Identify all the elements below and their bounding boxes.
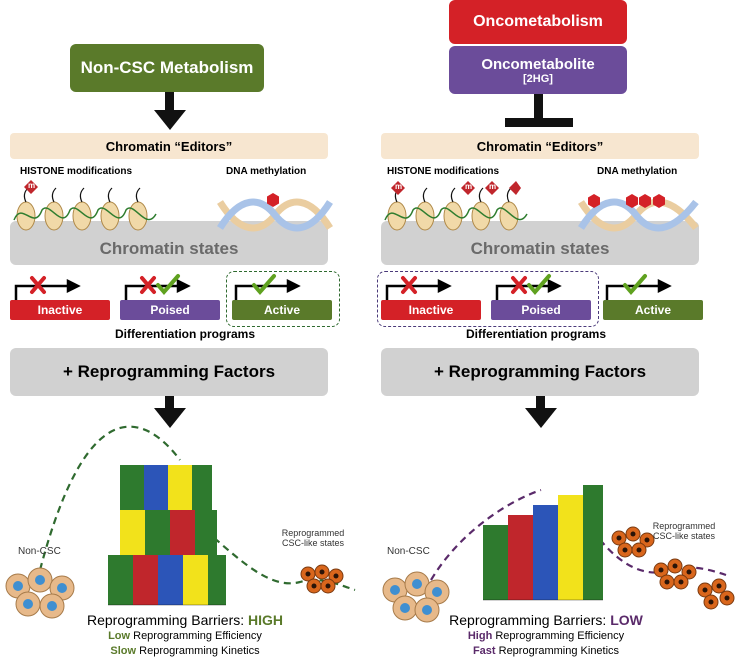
oncometabolism-box: Oncometabolism (449, 0, 627, 44)
histone-mark-icon (24, 180, 38, 194)
inactive-poised-highlight-dashed (377, 271, 599, 327)
histone-modifications-label: HISTONE modifications (20, 166, 133, 177)
barriers-line: Reprogramming Barriers: HIGH (60, 612, 310, 628)
kinetics-word: Fast (472, 645, 496, 657)
dna-methylation-label: DNA methylation (597, 166, 678, 177)
methyl-groups-icon (588, 194, 665, 208)
kinetics-line: Fast Reprogramming Kinetics (421, 645, 671, 657)
kinetics-rest: Reprogramming Kinetics (495, 645, 620, 657)
barriers-prefix: Reprogramming Barriers: (449, 612, 611, 628)
histone-mark-label: m (28, 181, 36, 190)
down-arrow-icon (525, 396, 557, 428)
histone-marks-icon (391, 181, 521, 195)
chromatin-states-label: Chromatin states (99, 239, 239, 258)
kinetics-line: Slow Reprogramming Kinetics (60, 645, 310, 657)
dna-helix-icon (217, 198, 333, 232)
reprogramming-factors-box: + Reprogramming Factors (10, 348, 328, 396)
barriers-line: Reprogramming Barriers: LOW (421, 612, 671, 628)
active-program: Active (603, 300, 703, 320)
efficiency-word: Low (108, 630, 131, 642)
nucleosomes-icon (384, 187, 528, 231)
down-arrow-icon (154, 92, 186, 130)
chromatin-states-label: Chromatin states (470, 239, 610, 258)
inactive-program: Inactive (381, 300, 481, 320)
active-highlight-dashed (226, 271, 340, 327)
histone-mark-label: m (395, 182, 403, 191)
promoter-arrows (14, 274, 301, 300)
non-csc-label: Non-CSC (387, 546, 430, 557)
high-barrier-wall (5, 425, 356, 619)
nucleosomes-icon (13, 187, 157, 231)
non-csc-metabolism-box: Non-CSC Metabolism (70, 44, 264, 92)
methyl-group-icon (267, 193, 279, 207)
chromatin-states-box: Chromatin states (381, 221, 699, 265)
dna-helix-icon (578, 198, 699, 232)
reprogramming-factors-box: + Reprogramming Factors (381, 348, 699, 396)
left-panel: Non-CSC Metabolism Chromatin “Editors” H… (0, 0, 370, 660)
efficiency-rest: Reprogramming Efficiency (130, 630, 262, 642)
kinetics-word: Slow (110, 645, 137, 657)
inactive-program: Inactive (10, 300, 110, 320)
dna-methylation-label: DNA methylation (226, 166, 307, 177)
inhibition-icon (505, 94, 573, 127)
efficiency-line: High Reprogramming Efficiency (421, 630, 671, 642)
barriers-prefix: Reprogramming Barriers: (86, 612, 249, 628)
oncometabolite-label: Oncometabolite (481, 55, 595, 73)
reprogrammed-label: Reprogrammed CSC-like states (281, 528, 345, 548)
differentiation-programs-label: Differentiation programs (114, 327, 255, 341)
histone-modifications-label: HISTONE modifications (387, 166, 500, 177)
poised-program: Poised (120, 300, 220, 320)
reprogrammed-label: Reprogrammed CSC-like states (652, 521, 716, 541)
oncometabolite-sub: [2HG] (523, 72, 553, 85)
histone-mark-label: m (489, 182, 497, 191)
barriers-level: HIGH (248, 612, 284, 628)
non-csc-label: Non-CSC (18, 546, 61, 557)
promoter-arrows (385, 274, 672, 300)
chromatin-editors-box: Chromatin “Editors” (10, 133, 328, 159)
active-program: Active (232, 300, 332, 320)
low-barrier-wall (382, 485, 735, 623)
poised-program: Poised (491, 300, 591, 320)
efficiency-rest: Reprogramming Efficiency (492, 630, 625, 642)
oncometabolite-box: Oncometabolite [2HG] (449, 46, 627, 94)
chromatin-editors-box: Chromatin “Editors” (381, 133, 699, 159)
barriers-level: LOW (610, 612, 643, 628)
efficiency-line: Low Reprogramming Efficiency (60, 630, 310, 642)
right-panel: Oncometabolism Oncometabolite [2HG] Chro… (371, 0, 741, 660)
down-arrow-icon (154, 396, 186, 428)
histone-mark-label: m (465, 182, 473, 191)
kinetics-rest: Reprogramming Kinetics (136, 645, 260, 657)
differentiation-programs-label: Differentiation programs (465, 327, 606, 341)
efficiency-word: High (467, 630, 493, 642)
chromatin-states-box: Chromatin states (10, 221, 328, 265)
